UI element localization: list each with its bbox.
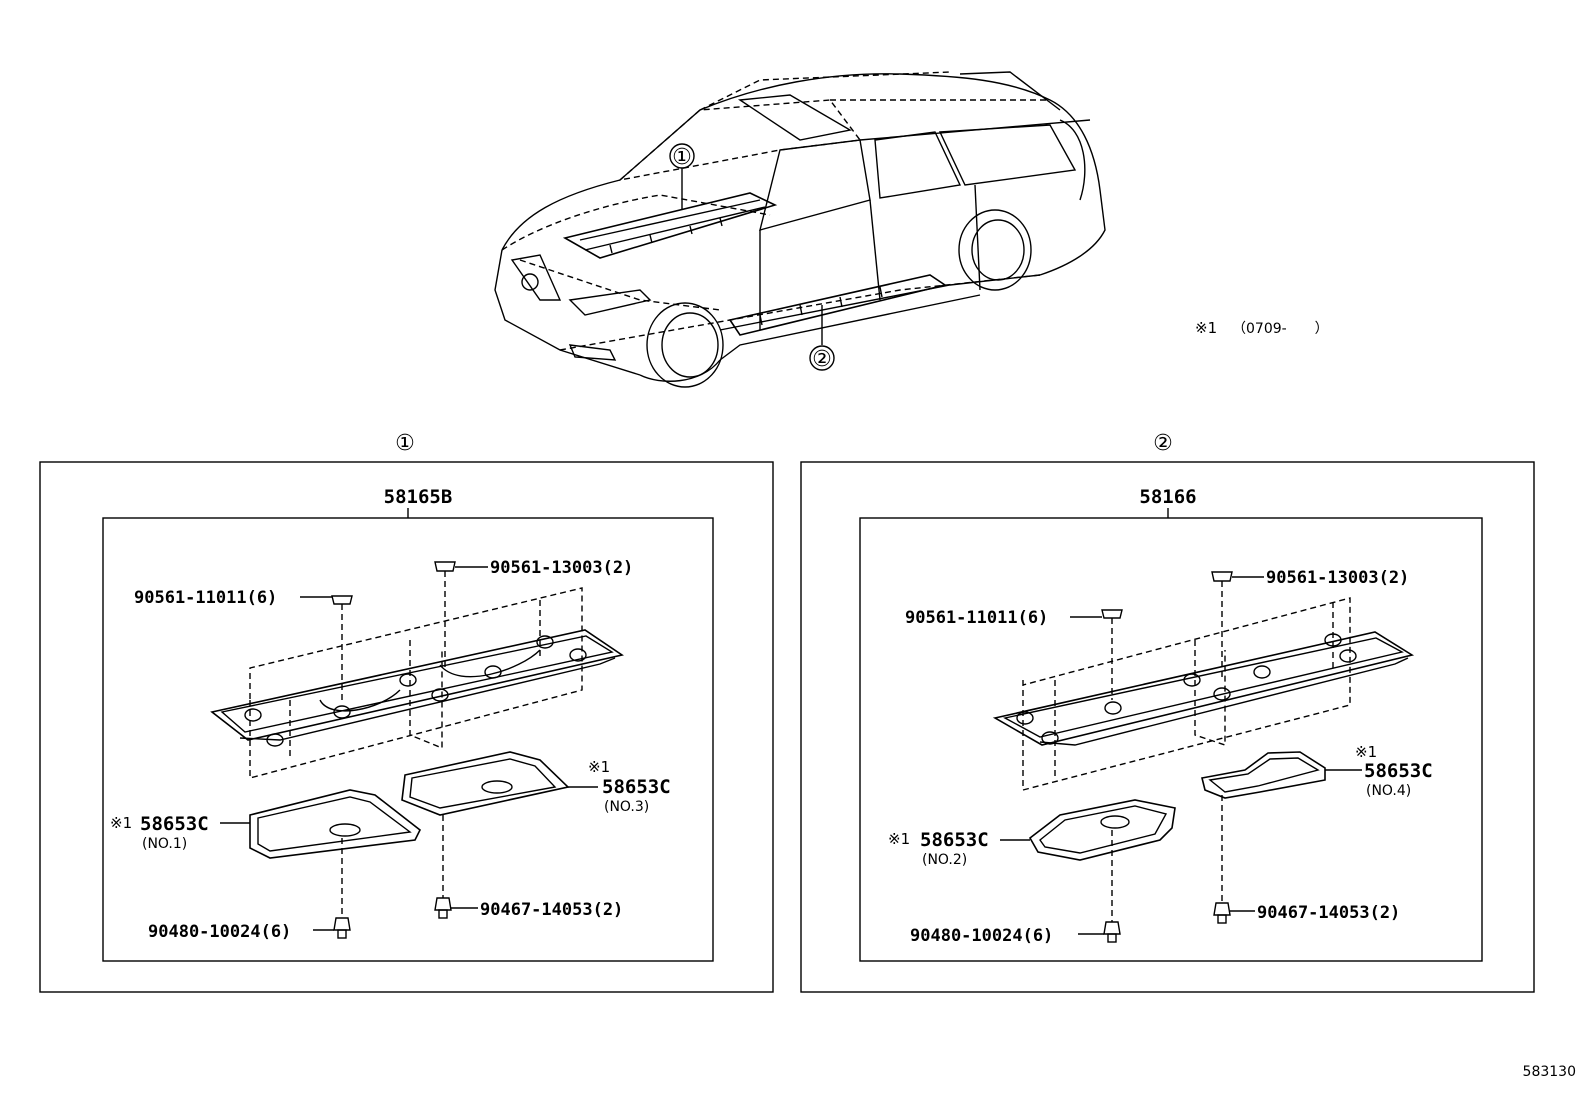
panel-1-cover-right-part: 58653C	[602, 776, 671, 798]
panel-1-cover-left	[249, 789, 422, 859]
car-overview	[494, 71, 1106, 388]
panel-1-undercover	[210, 587, 624, 779]
panel-1-cover-left-mark: ※1	[110, 814, 132, 832]
panel-2-bolt-b-label: 90467-14053(2)	[1257, 903, 1400, 923]
panel-1-cover-right-mark: ※1	[588, 758, 610, 776]
panel-1-cover-left-number: (NO.1)	[142, 836, 187, 852]
panel-2: ② 58166 90561-11011(6)	[800, 431, 1535, 993]
panel-2-assembly-frame	[859, 517, 1483, 962]
panel-2-frame	[800, 461, 1535, 993]
panel-1: ① 58165B 90561	[39, 431, 774, 993]
panel-1-cover-left-part: 58653C	[140, 813, 209, 835]
panel-1-clip-b-icon	[434, 561, 456, 670]
panel-1-header: ①	[395, 431, 415, 456]
panel-1-clip-a-label: 90561-11011(6)	[134, 588, 277, 608]
panel-2-cover-left-mark: ※1	[888, 830, 910, 848]
panel-2-cover-right-number: (NO.4)	[1366, 783, 1411, 799]
panel-2-header: ②	[1153, 431, 1173, 456]
panel-2-cover-left-number: (NO.2)	[922, 852, 967, 868]
panel-1-bolt-b-label: 90467-14053(2)	[480, 900, 623, 920]
panel-2-bolt-b-icon	[1213, 902, 1231, 924]
panel-2-undercover	[992, 597, 1415, 791]
panel-2-bolt-a-label: 90480-10024(6)	[910, 926, 1053, 946]
panel-2-clip-b-label: 90561-13003(2)	[1266, 568, 1409, 588]
overview-callout-1: ①	[672, 145, 692, 170]
panel-1-assembly-frame	[102, 517, 714, 962]
overview-callout-2: ②	[812, 347, 832, 372]
panel-1-frame	[39, 461, 774, 993]
panel-2-cover-right	[1201, 751, 1326, 799]
panel-1-assembly-number: 58165B	[384, 486, 453, 508]
panel-2-clip-a-icon	[1101, 609, 1123, 700]
panel-1-cover-right	[401, 751, 570, 816]
panel-2-cover-left	[1028, 799, 1176, 861]
panel-2-clip-b-icon	[1211, 571, 1233, 680]
applicability-note-text: （0709- ）	[1232, 321, 1329, 337]
panel-1-bolt-a-label: 90480-10024(6)	[148, 922, 291, 942]
panel-2-assembly-number: 58166	[1139, 486, 1196, 508]
panel-2-bolt-a-icon	[1103, 921, 1121, 943]
figure-id: 583130	[1523, 1064, 1576, 1080]
panel-2-cover-left-part: 58653C	[920, 829, 989, 851]
panel-1-cover-right-number: (NO.3)	[604, 799, 649, 815]
panel-2-cover-right-part: 58653C	[1364, 760, 1433, 782]
panel-2-clip-a-label: 90561-11011(6)	[905, 608, 1048, 628]
panel-2-cover-right-mark: ※1	[1355, 743, 1377, 761]
panel-1-clip-b-label: 90561-13003(2)	[490, 558, 633, 578]
applicability-note-mark: ※1	[1195, 319, 1217, 337]
panel-1-clip-a-icon	[331, 595, 353, 700]
panel-1-bolt-a-icon	[333, 917, 351, 939]
panel-1-bolt-b-icon	[434, 897, 452, 919]
